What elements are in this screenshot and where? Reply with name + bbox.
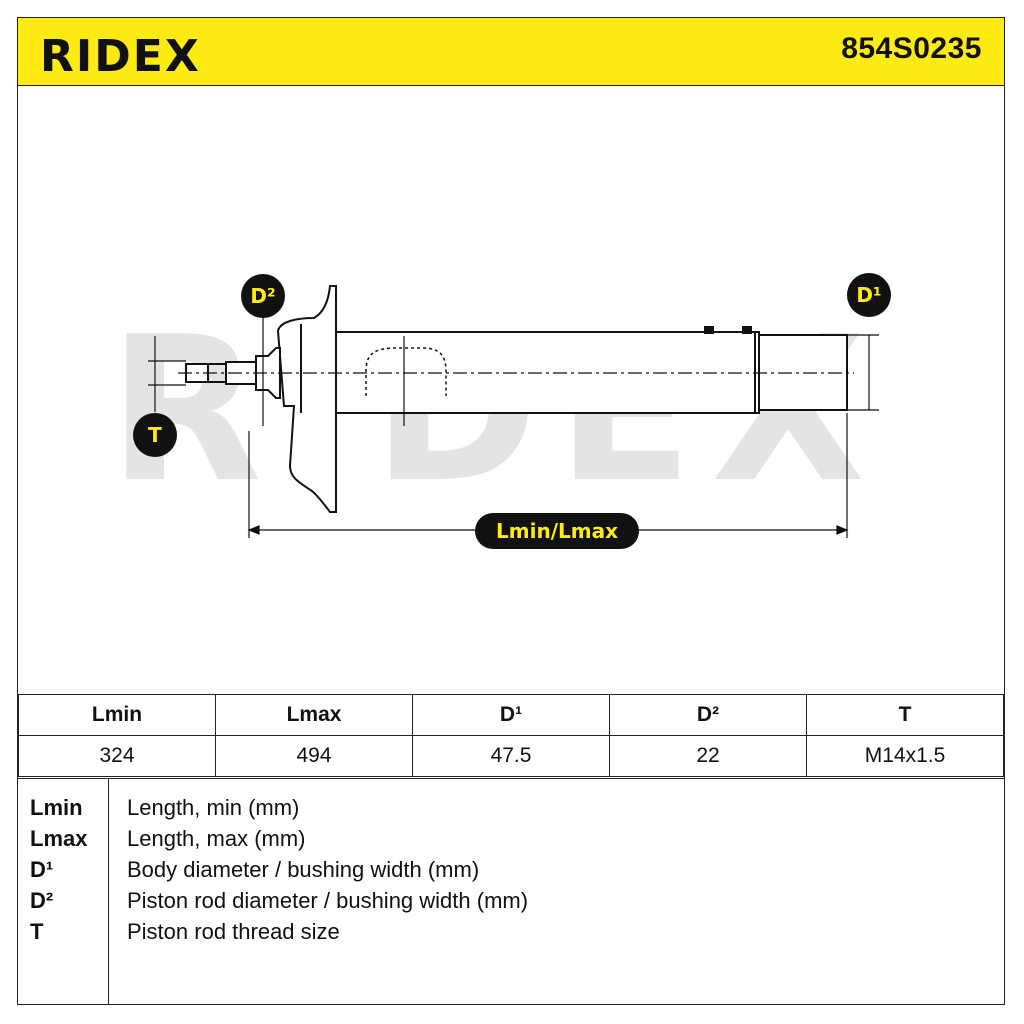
legend-item: D² Piston rod diameter / bushing width (…: [18, 888, 1004, 919]
legend-description: Length, max (mm): [127, 826, 306, 851]
legend: Lmin Length, min (mm) Lmax Length, max (…: [18, 778, 1004, 1004]
brand-logo-text: RIDEX: [40, 31, 201, 78]
legend-key: Lmax: [30, 826, 88, 851]
legend-key: Lmin: [30, 795, 83, 820]
legend-description: Piston rod thread size: [127, 919, 340, 944]
legend-item: T Piston rod thread size: [18, 919, 1004, 950]
bolt-left: [704, 326, 714, 334]
badge-t: T: [133, 413, 177, 457]
spring-plate: [276, 285, 337, 513]
header-bar: RIDEX 854S0235: [18, 18, 1004, 86]
legend-item: D¹ Body diameter / bushing width (mm): [18, 857, 1004, 888]
legend-item: Lmin Length, min (mm): [18, 795, 1004, 826]
legend-item: Lmax Length, max (mm): [18, 826, 1004, 857]
ridex-logo: RIDEX: [40, 31, 201, 78]
legend-description: Body diameter / bushing width (mm): [127, 857, 480, 882]
shock-body: [330, 331, 760, 414]
badge-t-label: T: [148, 423, 162, 447]
spec-value-lmin: 324: [18, 735, 216, 777]
legend-key: D²: [30, 888, 54, 913]
spec-header-d1: D¹: [412, 694, 610, 736]
spec-table: Lmin Lmax D¹ D² T 324 494 47.5 22 M14x1.…: [18, 694, 1004, 777]
spec-value-d2: 22: [609, 735, 807, 777]
badge-d1: D¹: [847, 273, 891, 317]
spec-header-d2: D²: [609, 694, 807, 736]
spec-header-lmin: Lmin: [18, 694, 216, 736]
spec-table-value-row: 324 494 47.5 22 M14x1.5: [18, 735, 1004, 777]
spec-table-header-row: Lmin Lmax D¹ D² T: [18, 694, 1004, 736]
length-arrow-left: [247, 525, 260, 535]
rod-collar: [255, 347, 281, 399]
spec-header-t: T: [806, 694, 1004, 736]
spec-value-lmax: 494: [215, 735, 413, 777]
legend-description: Length, min (mm): [127, 795, 300, 820]
badge-d1-label: D¹: [856, 283, 881, 307]
length-arrow-right: [836, 525, 849, 535]
legend-key: D¹: [30, 857, 54, 882]
internal-bracket: [365, 347, 447, 396]
legend-key: T: [30, 919, 44, 944]
product-sheet: RIDEX 854S0235 RIDEX: [17, 17, 1005, 1005]
badge-d2: D²: [241, 274, 285, 318]
spec-value-d1: 47.5: [412, 735, 610, 777]
spec-value-t: M14x1.5: [806, 735, 1004, 777]
badge-d2-label: D²: [250, 284, 275, 308]
badge-length-label: Lmin/Lmax: [496, 519, 618, 543]
bolt-right: [742, 326, 752, 334]
spec-header-lmax: Lmax: [215, 694, 413, 736]
shock-absorber-diagram: RIDEX: [108, 273, 891, 549]
badge-length: Lmin/Lmax: [475, 513, 639, 549]
legend-description: Piston rod diameter / bushing width (mm): [127, 888, 529, 913]
legend-divider: [108, 779, 109, 1004]
part-number: 854S0235: [841, 32, 982, 65]
